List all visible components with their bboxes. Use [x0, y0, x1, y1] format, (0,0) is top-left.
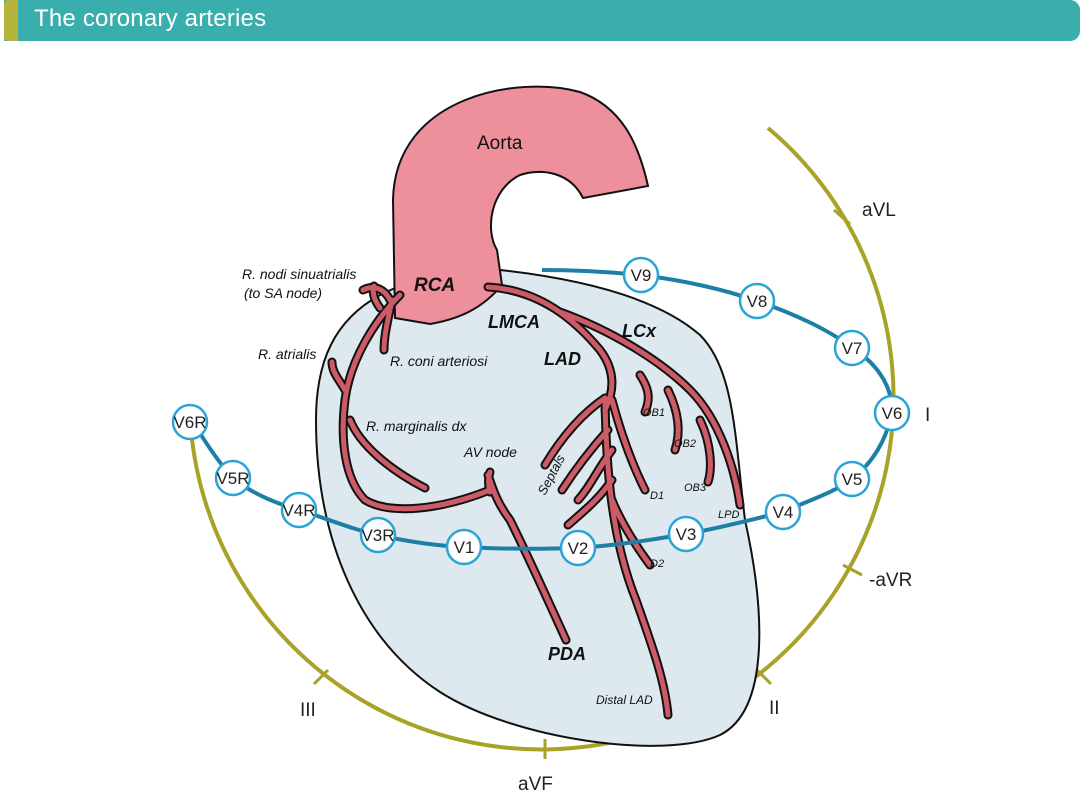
artery-lcx [557, 309, 743, 508]
artery-septal-4 [565, 477, 615, 528]
artery-marginalis [347, 417, 428, 491]
artery-atrialis [329, 359, 348, 393]
label-coni: R. coni arteriosi [390, 353, 488, 369]
svg-text:V4: V4 [773, 503, 794, 522]
artery-ob1 [637, 372, 651, 415]
artery-d2 [609, 497, 653, 568]
svg-text:V3R: V3R [361, 526, 394, 545]
label-lcx: LCx [622, 321, 657, 341]
label-lad: LAD [544, 349, 581, 369]
electrode-v8: V8 [738, 282, 776, 320]
svg-text:V1: V1 [454, 538, 475, 557]
label-marginalis: R. marginalis dx [366, 418, 467, 434]
artery-sa-nodal-b [370, 283, 383, 311]
artery-ob3 [697, 417, 713, 485]
artery-septal-1 [542, 395, 608, 468]
label-avl: aVL [862, 200, 896, 221]
label-aorta: Aorta [477, 133, 523, 154]
label-sa-branch-line1: R. nodi sinuatrialis [242, 266, 356, 282]
tick-ii [755, 668, 773, 686]
svg-text:V5: V5 [842, 470, 863, 489]
electrode-v6: V6 [873, 394, 911, 432]
electrode-v5r: V5R [214, 459, 252, 497]
label-rca: RCA [414, 275, 455, 296]
svg-text:V6R: V6R [173, 413, 206, 432]
label-ii: II [769, 698, 780, 719]
svg-text:V9: V9 [631, 266, 652, 285]
electrode-v4r: V4R [280, 491, 318, 529]
svg-text:V3: V3 [676, 525, 697, 544]
electrode-v3r: V3R [359, 516, 397, 554]
label-distal-lad: Distal LAD [596, 693, 653, 707]
svg-text:V4R: V4R [282, 501, 315, 520]
electrode-v9: V9 [622, 256, 660, 294]
label-iii: III [300, 700, 316, 721]
limb-lead-labels: aVL I -aVR II aVF III [300, 200, 930, 795]
tick-minus-avr [842, 563, 863, 577]
label-d1: D1 [650, 490, 664, 502]
electrode-v6r: V6R [171, 403, 209, 441]
svg-text:V2: V2 [568, 539, 589, 558]
electrode-v5: V5 [833, 460, 871, 498]
label-sa-branch-line2: (to SA node) [244, 285, 322, 301]
artery-septal-3 [575, 447, 615, 503]
label-i: I [925, 405, 930, 426]
artery-d1 [609, 397, 648, 493]
label-ob2: OB2 [674, 438, 696, 450]
label-d2: D2 [650, 558, 664, 570]
tick-iii [312, 668, 330, 686]
label-lpd: LPD [718, 509, 739, 521]
artery-rca [340, 292, 493, 512]
artery-ob2 [665, 387, 681, 453]
anatomy-labels: Aorta RCA LMCA LCx LAD PDA R. nodi sinua… [242, 133, 739, 707]
label-ob1: OB1 [643, 407, 665, 419]
artery-lmca [485, 284, 615, 413]
svg-text:V7: V7 [842, 339, 863, 358]
artery-av-node [486, 469, 493, 495]
electrode-v1: V1 [445, 528, 483, 566]
label-pda: PDA [548, 644, 586, 664]
label-minus-avr: -aVR [869, 570, 912, 591]
label-avf: aVF [518, 774, 553, 795]
artery-septal-2 [559, 427, 611, 493]
label-atrialis: R. atrialis [258, 346, 316, 362]
header-accent-tab [4, 0, 18, 41]
electrode-v2: V2 [559, 529, 597, 567]
svg-text:V8: V8 [747, 292, 768, 311]
svg-text:V6: V6 [882, 404, 903, 423]
svg-text:V5R: V5R [216, 469, 249, 488]
artery-sa-nodal-a [360, 285, 393, 303]
label-av-node: AV node [463, 444, 517, 460]
tick-avl [833, 208, 851, 226]
artery-coni [381, 297, 395, 353]
electrode-v4: V4 [764, 493, 802, 531]
label-lmca: LMCA [488, 312, 540, 332]
label-ob3: OB3 [684, 482, 707, 494]
electrodes: V6R V5R V4R V3R V1 V2 V3 V4 [171, 256, 911, 567]
coronary-arteries [329, 283, 743, 718]
electrode-v3: V3 [667, 515, 705, 553]
electrode-v7: V7 [833, 329, 871, 367]
page-title: The coronary arteries [34, 5, 267, 32]
artery-pda [485, 472, 569, 643]
limb-lead-ticks [312, 208, 863, 759]
header-bar: The coronary arteries [4, 0, 1080, 41]
